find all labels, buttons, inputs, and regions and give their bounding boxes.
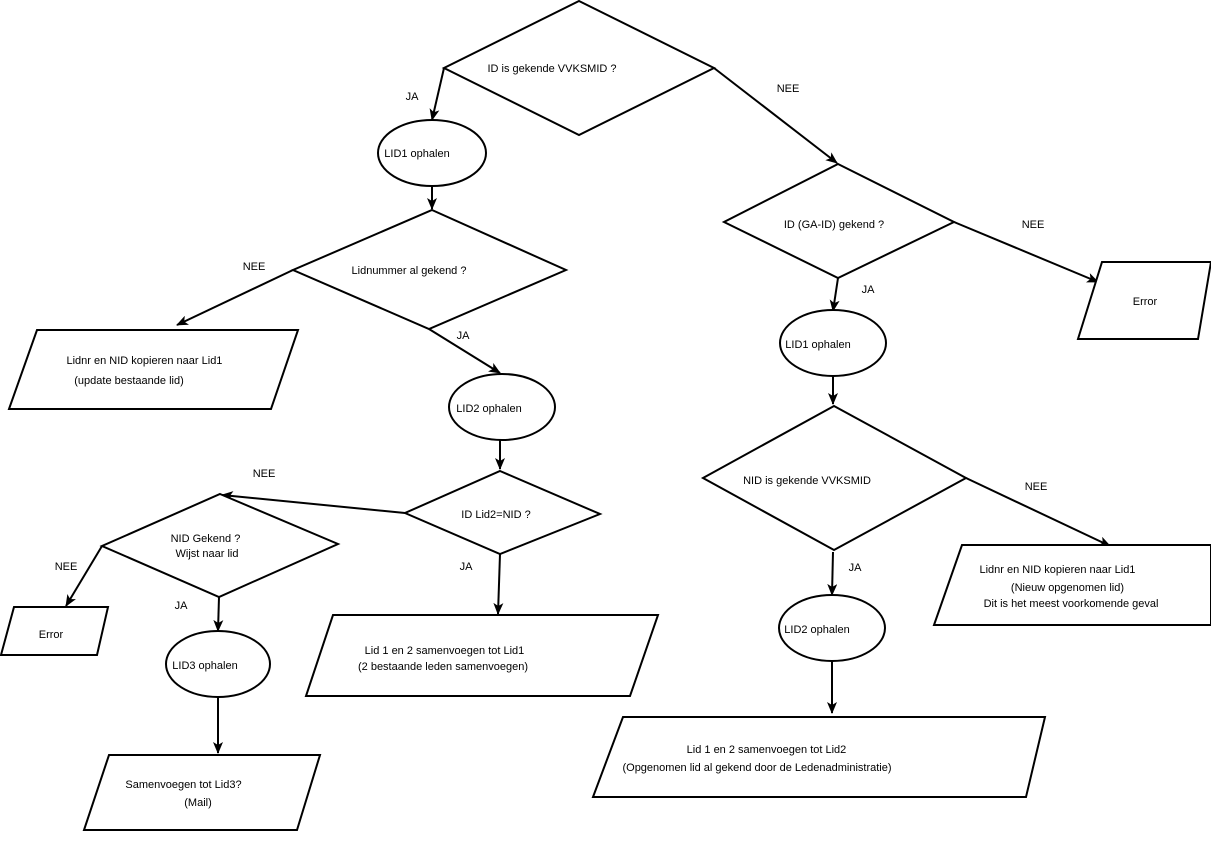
shapes xyxy=(0,0,1211,831)
merge-b-text: Lid 1 en 2 samenvoegen tot Lid2 (Opgenom… xyxy=(622,744,891,774)
label-d3-nee: NEE xyxy=(253,468,276,480)
edge-d4-to-err-a xyxy=(65,545,103,607)
io-copy-b xyxy=(932,544,1211,626)
node-texts: ID is gekende VVKSMID ? LID1 ophalen Lid… xyxy=(39,63,1159,809)
io-error-b xyxy=(1076,261,1211,340)
label-d5-nee: NEE xyxy=(1022,219,1045,231)
err-a-text: Error xyxy=(39,629,64,641)
edges xyxy=(65,67,1111,754)
edge-d1-to-lid1-a xyxy=(429,67,445,121)
d6-text: NID is gekende VVKSMID xyxy=(743,475,871,487)
edge-d2-to-copy-a xyxy=(176,269,294,326)
io-copy-a xyxy=(7,329,300,410)
edge-d5-to-lid1-b xyxy=(829,277,840,312)
edge-d5-to-err-b xyxy=(953,221,1099,283)
label-d1-nee: NEE xyxy=(777,83,800,95)
lid2-b-text: LID2 ophalen xyxy=(784,624,849,636)
copy-b-text: Lidnr en NID kopieren naar Lid1 (Nieuw o… xyxy=(980,564,1159,610)
lid1-a-text: LID1 ophalen xyxy=(384,148,449,160)
err-b-text: Error xyxy=(1133,296,1158,308)
merge-a-text: Lid 1 en 2 samenvoegen tot Lid1 (2 besta… xyxy=(358,645,528,673)
d1-text: ID is gekende VVKSMID ? xyxy=(487,63,616,75)
decision-d6 xyxy=(700,404,969,552)
decision-d3 xyxy=(402,469,603,556)
label-d6-nee: NEE xyxy=(1025,481,1048,493)
edge-d6-to-copy-b xyxy=(965,477,1111,547)
label-d2-ja: JA xyxy=(457,330,471,342)
lid1-b-text: LID1 ophalen xyxy=(785,339,850,351)
d5-text: ID (GA-ID) gekend ? xyxy=(784,219,884,231)
process-lid2-b xyxy=(778,594,886,662)
decision-d2 xyxy=(290,208,569,331)
edge-d3-to-d4 xyxy=(221,491,406,514)
process-lid3 xyxy=(165,630,271,698)
lid2-a-text: LID2 ophalen xyxy=(456,403,521,415)
edge-d4-to-lid3 xyxy=(213,596,224,632)
decision-d1 xyxy=(441,0,717,137)
io-merge-a xyxy=(304,614,660,697)
d4-text: NID Gekend ? Wijst naar lid xyxy=(171,533,244,560)
d3-text: ID Lid2=NID ? xyxy=(461,509,530,521)
label-d4-ja: JA xyxy=(175,600,189,612)
edge-labels: JA NEE NEE JA NEE JA NEE JA NEE JA NEE J… xyxy=(55,83,1048,612)
io-merge3 xyxy=(82,754,322,831)
copy-a-text: Lidnr en NID kopieren naar Lid1 (update … xyxy=(67,355,226,387)
io-error-a xyxy=(0,606,110,656)
label-d1-ja: JA xyxy=(406,91,420,103)
label-d6-ja: JA xyxy=(849,562,863,574)
d2-text: Lidnummer al gekend ? xyxy=(352,265,467,277)
label-d5-ja: JA xyxy=(862,284,876,296)
label-d4-nee: NEE xyxy=(55,561,78,573)
edge-d2-to-lid2-a xyxy=(428,328,501,374)
process-lid1-b xyxy=(779,309,887,377)
decision-d4 xyxy=(99,492,341,599)
edge-d3-to-merge-a xyxy=(493,553,504,615)
label-d2-nee: NEE xyxy=(243,261,266,273)
decision-d5 xyxy=(721,162,957,280)
edge-d1-to-d5 xyxy=(713,67,838,164)
merge3-text: Samenvoegen tot Lid3? (Mail) xyxy=(125,779,244,809)
edge-d6-to-lid2-b xyxy=(827,551,838,596)
process-lid1-a xyxy=(377,119,487,187)
io-merge-b xyxy=(591,716,1047,798)
label-d3-ja: JA xyxy=(460,561,474,573)
process-lid2-a xyxy=(448,373,556,441)
lid3-text: LID3 ophalen xyxy=(172,660,237,672)
